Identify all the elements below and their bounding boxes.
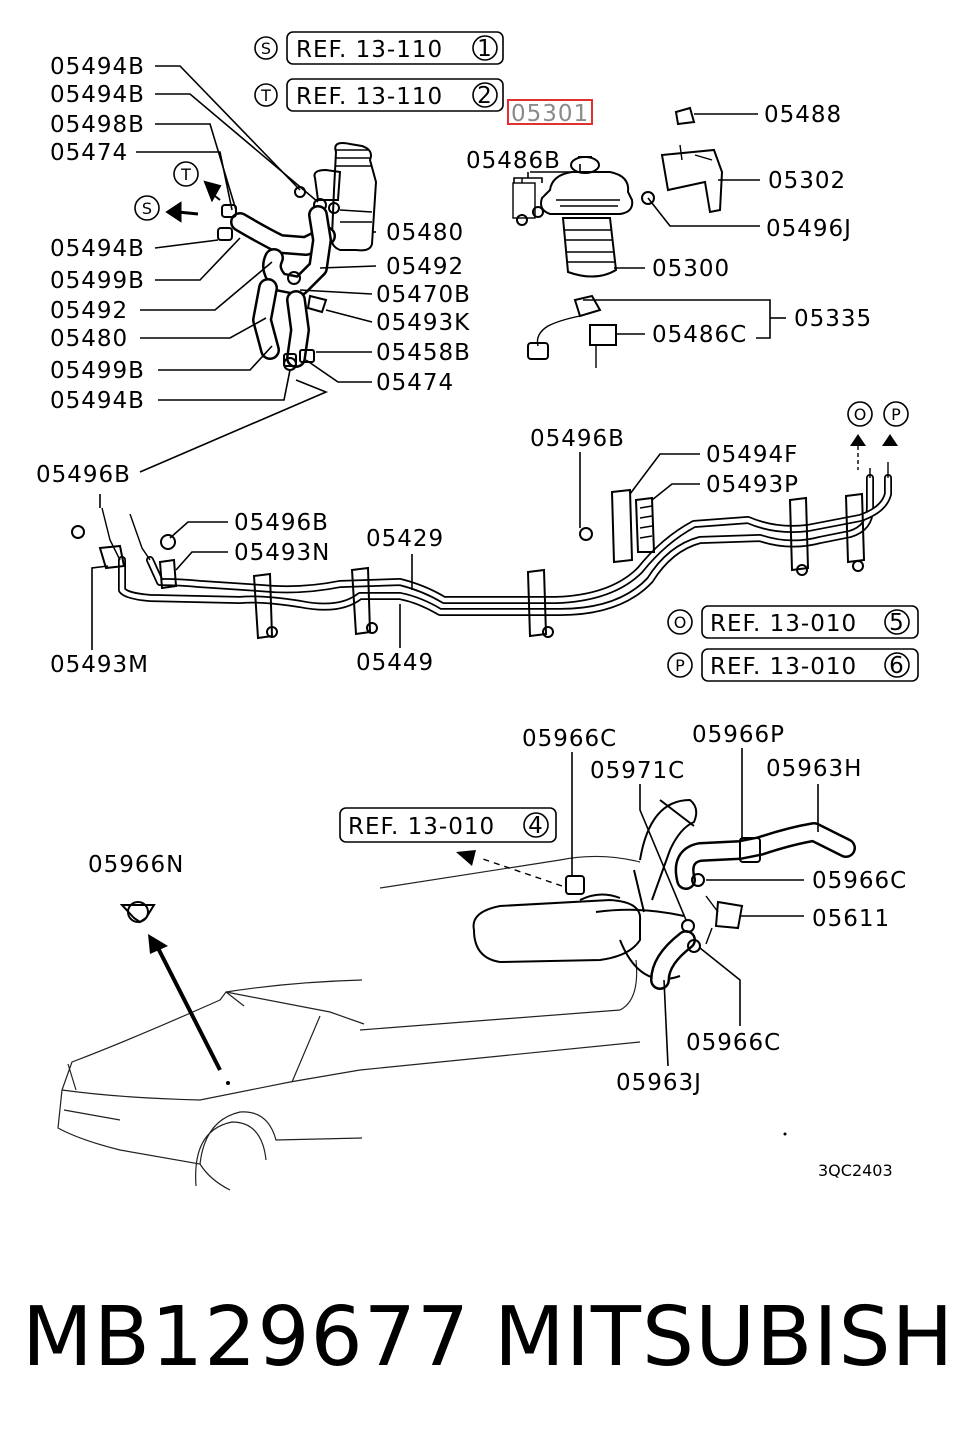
bracket-05302: [641, 106, 724, 214]
label-05302: 05302: [768, 168, 846, 194]
left-top-leaders: [136, 65, 377, 401]
label-05966c-2: 05966C: [812, 868, 907, 894]
ref-p-text: REF. 13-010: [710, 654, 857, 680]
label-05966n: 05966N: [88, 852, 184, 878]
label-05492-1: 05492: [50, 298, 128, 324]
label-05480-1: 05480: [50, 326, 128, 352]
clip-05966n: [119, 901, 156, 924]
ref-o: O REF. 13-010 5: [667, 605, 919, 639]
ref-s-text: REF. 13-110: [296, 37, 443, 63]
part-labels: 05494B 05494B 05498B 05474 05494B 05499B…: [36, 54, 907, 1180]
ref-s-letter: S: [261, 39, 271, 58]
marker-t: T: [180, 165, 191, 184]
label-05486c: 05486C: [652, 322, 747, 348]
label-05494b-1: 05494B: [50, 54, 145, 80]
label-05966c-3: 05966C: [686, 1030, 781, 1056]
marker-o: O: [854, 405, 867, 424]
dashed-arrow: [456, 850, 563, 887]
label-05494b-3: 05494B: [50, 236, 145, 262]
fuel-pipes: [101, 462, 892, 616]
marker-s: S: [142, 199, 152, 218]
ref-p-num: 6: [889, 653, 905, 679]
rubber-hoses: [230, 205, 336, 368]
label-05496b-3: 05496B: [234, 510, 329, 536]
label-05493m: 05493M: [50, 652, 149, 678]
label-05966p: 05966P: [692, 722, 785, 748]
marker-t-group: T: [173, 161, 222, 203]
marker-o-group: O: [847, 401, 873, 470]
label-05429: 05429: [366, 526, 444, 552]
label-05486b: 05486B: [466, 148, 561, 174]
part-number: MB129677: [22, 1290, 471, 1385]
label-05474-1: 05474: [50, 140, 128, 166]
label-05499b-1: 05499B: [50, 268, 145, 294]
label-05494f: 05494F: [706, 442, 798, 468]
fuel-filter-assembly: [512, 156, 634, 368]
label-05488: 05488: [764, 102, 842, 128]
label-05493n: 05493N: [234, 540, 330, 566]
label-05971c: 05971C: [590, 758, 685, 784]
middle-leaders: [91, 379, 700, 650]
ref-lower: REF. 13-010 4: [339, 807, 557, 843]
label-05963j: 05963J: [616, 1070, 702, 1096]
ref-s-num: 1: [477, 36, 493, 62]
ref-t-letter: T: [260, 86, 271, 105]
label-05496b-1: 05496B: [530, 426, 625, 452]
ref-o-num: 5: [889, 610, 905, 636]
highlight-05301-text: 05301: [511, 101, 589, 127]
label-05963h: 05963H: [766, 756, 862, 782]
pointer-arrow: [148, 934, 222, 1071]
drawing-code: 3QC2403: [818, 1161, 893, 1180]
ref-t-num: 2: [477, 83, 493, 109]
label-05499b-2: 05499B: [50, 358, 145, 384]
label-05458b: 05458B: [376, 340, 471, 366]
ref-lower-text: REF. 13-010: [348, 814, 495, 840]
ref-lower-num: 4: [528, 813, 544, 839]
ref-p-letter: P: [675, 656, 685, 675]
ref-t-text: REF. 13-110: [296, 84, 443, 110]
label-05493k: 05493K: [376, 310, 470, 336]
lower-hoses: [472, 798, 856, 990]
label-05474-2: 05474: [376, 370, 454, 396]
top-right-leaders: [513, 113, 786, 339]
highlight-05301: 05301: [507, 99, 593, 127]
ref-s: S REF. 13-110 1: [254, 31, 504, 65]
label-05492-2: 05492: [386, 254, 464, 280]
marker-s-group: S: [134, 195, 199, 223]
label-05335: 05335: [794, 306, 872, 332]
label-05300: 05300: [652, 256, 730, 282]
car-outline: [57, 855, 787, 1191]
label-05470b: 05470B: [376, 282, 471, 308]
marker-p: P: [891, 405, 901, 424]
pipe-clips: [71, 488, 866, 640]
lower-leaders: [571, 748, 819, 1067]
ref-o-text: REF. 13-010: [710, 611, 857, 637]
label-05966c-1: 05966C: [522, 726, 617, 752]
marker-p-group: P: [882, 401, 909, 446]
label-05494b-2: 05494B: [50, 82, 145, 108]
ref-p: P REF. 13-010 6: [667, 648, 919, 682]
label-05496b-2: 05496B: [36, 462, 131, 488]
label-05480-2: 05480: [386, 220, 464, 246]
label-05496j: 05496J: [766, 216, 852, 242]
ref-t: T REF. 13-110 2: [254, 78, 504, 112]
label-05498b: 05498B: [50, 112, 145, 138]
label-05493p: 05493P: [706, 472, 799, 498]
primer-pump-assembly: [294, 142, 378, 252]
label-05611: 05611: [812, 906, 890, 932]
hose-clamps: [217, 204, 328, 371]
label-05494b-4: 05494B: [50, 388, 145, 414]
label-05449: 05449: [356, 650, 434, 676]
ref-o-letter: O: [674, 613, 687, 632]
brand-name: MITSUBISHI: [494, 1290, 960, 1385]
